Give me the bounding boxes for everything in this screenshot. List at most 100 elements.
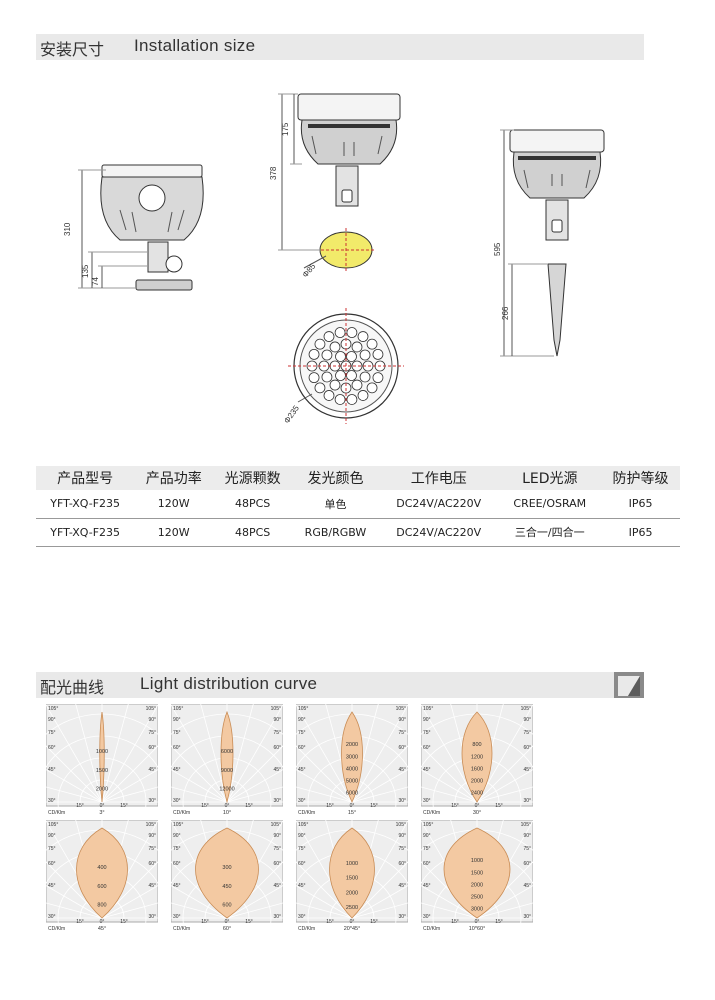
intensity-label: 1500 [96,768,108,774]
dim-side-height: 310 [63,222,72,236]
angle-label: 30° [423,914,431,920]
grid-ray [226,885,283,919]
angle-label: 15° [245,803,253,809]
dim-spike-len: 266 [501,306,510,320]
dim-side-lower: 135 [81,264,90,278]
angle-label: 90° [423,833,431,839]
angle-label: 15° [451,919,459,925]
lens-dot [314,338,326,350]
intensity-label: 1000 [471,858,483,864]
angle-label: 30° [48,798,56,804]
intensity-label: 6000 [221,749,233,755]
grid-ray [46,786,103,803]
angle-label: 15° [370,803,378,809]
angle-label: 75° [398,730,406,736]
grid-ray [101,704,158,803]
grid-ray [476,885,533,919]
angle-label: 0° [350,803,355,809]
grid-ray [46,861,103,919]
angle-label: 60° [523,745,531,751]
angle-label: 60° [48,861,56,867]
cell-led-source: 三合一/四合一 [498,518,602,547]
intensity-label: 3000 [346,754,358,760]
lens-dot [321,371,333,383]
grid-ray [226,704,283,803]
grid-ray [101,786,158,803]
grid-ray [101,861,158,919]
lens-dot [321,349,333,361]
unit-label: CD/Klm [173,810,190,816]
lens-dot [357,331,369,342]
angle-label: 0° [475,803,480,809]
angle-label: 30° [273,798,281,804]
angle-label: 30° [298,914,306,920]
angle-label: 90° [48,833,56,839]
intensity-label: 12000 [219,787,234,793]
angle-label: 90° [273,717,281,723]
angle-label: 105° [298,706,308,712]
cell-model: YFT-XQ-F235 [36,490,135,519]
intensity-label: 600 [97,884,106,890]
grid-ray [296,885,353,919]
beam-angle-label: 3° [99,810,104,816]
angle-label: 75° [273,846,281,852]
angle-label: 30° [523,798,531,804]
angle-label: 45° [48,767,56,773]
angle-label: 90° [48,717,56,723]
angle-label: 75° [298,730,306,736]
unit-label: CD/Klm [173,926,190,932]
side-view-drawing [78,164,204,291]
angle-label: 30° [398,914,406,920]
angle-label: 30° [148,914,156,920]
angle-label: 105° [173,706,183,712]
beam-curve [195,827,259,919]
unit-label: CD/Klm [298,926,315,932]
angle-label: 15° [201,919,209,925]
grid-ray [46,745,103,803]
unit-label: CD/Klm [48,810,65,816]
grid-ray [226,902,283,919]
header-voltage: 工作电压 [378,466,499,490]
lens-dot [372,348,384,360]
angle-label: 105° [521,822,531,828]
intensity-label: 1200 [471,754,483,760]
grid-ray [46,704,103,803]
angle-label: 15° [370,919,378,925]
lens-dot [351,341,363,353]
table-row: YFT-XQ-F235 120W 48PCS RGB/RGBW DC24V/AC… [36,518,680,547]
angle-label: 45° [423,883,431,889]
light-distribution-curves: 1000 1500 2000 105° 105° 90° 90° 75° 75° 60° 60° 45… [46,704,536,940]
header-led-count: 光源颗数 [213,466,293,490]
intensity-label: 800 [472,742,481,748]
angle-label: 60° [173,745,181,751]
angle-label: 15° [76,803,84,809]
lens-dot [329,379,341,391]
angle-label: 30° [48,914,56,920]
angle-label: 45° [398,767,406,773]
grid-ray [75,704,103,803]
angle-label: 15° [245,919,253,925]
grid-ray [421,885,478,919]
grid-ray [46,885,103,919]
grid-ray [226,745,283,803]
intensity-label: 2000 [96,787,108,793]
spike-view-drawing [500,129,605,357]
grid-ray [171,745,228,803]
intensity-label: 2500 [346,905,358,911]
intensity-label: 2400 [471,791,483,797]
angle-label: 75° [48,846,56,852]
light-distribution-header: 配光曲线 Light distribution curve [36,672,644,698]
grid-ray [200,704,228,803]
lens-dot [335,370,346,381]
angle-label: 105° [423,706,433,712]
angle-label: 45° [173,883,181,889]
grid-ray [421,769,478,803]
grid-ray [476,769,533,803]
lens-dot [351,360,363,372]
angle-label: 15° [451,803,459,809]
lens-dot [372,372,384,384]
grid-ray [46,902,103,919]
lens-dot [335,351,346,362]
cell-led-source: CREE/OSRAM [498,490,602,519]
